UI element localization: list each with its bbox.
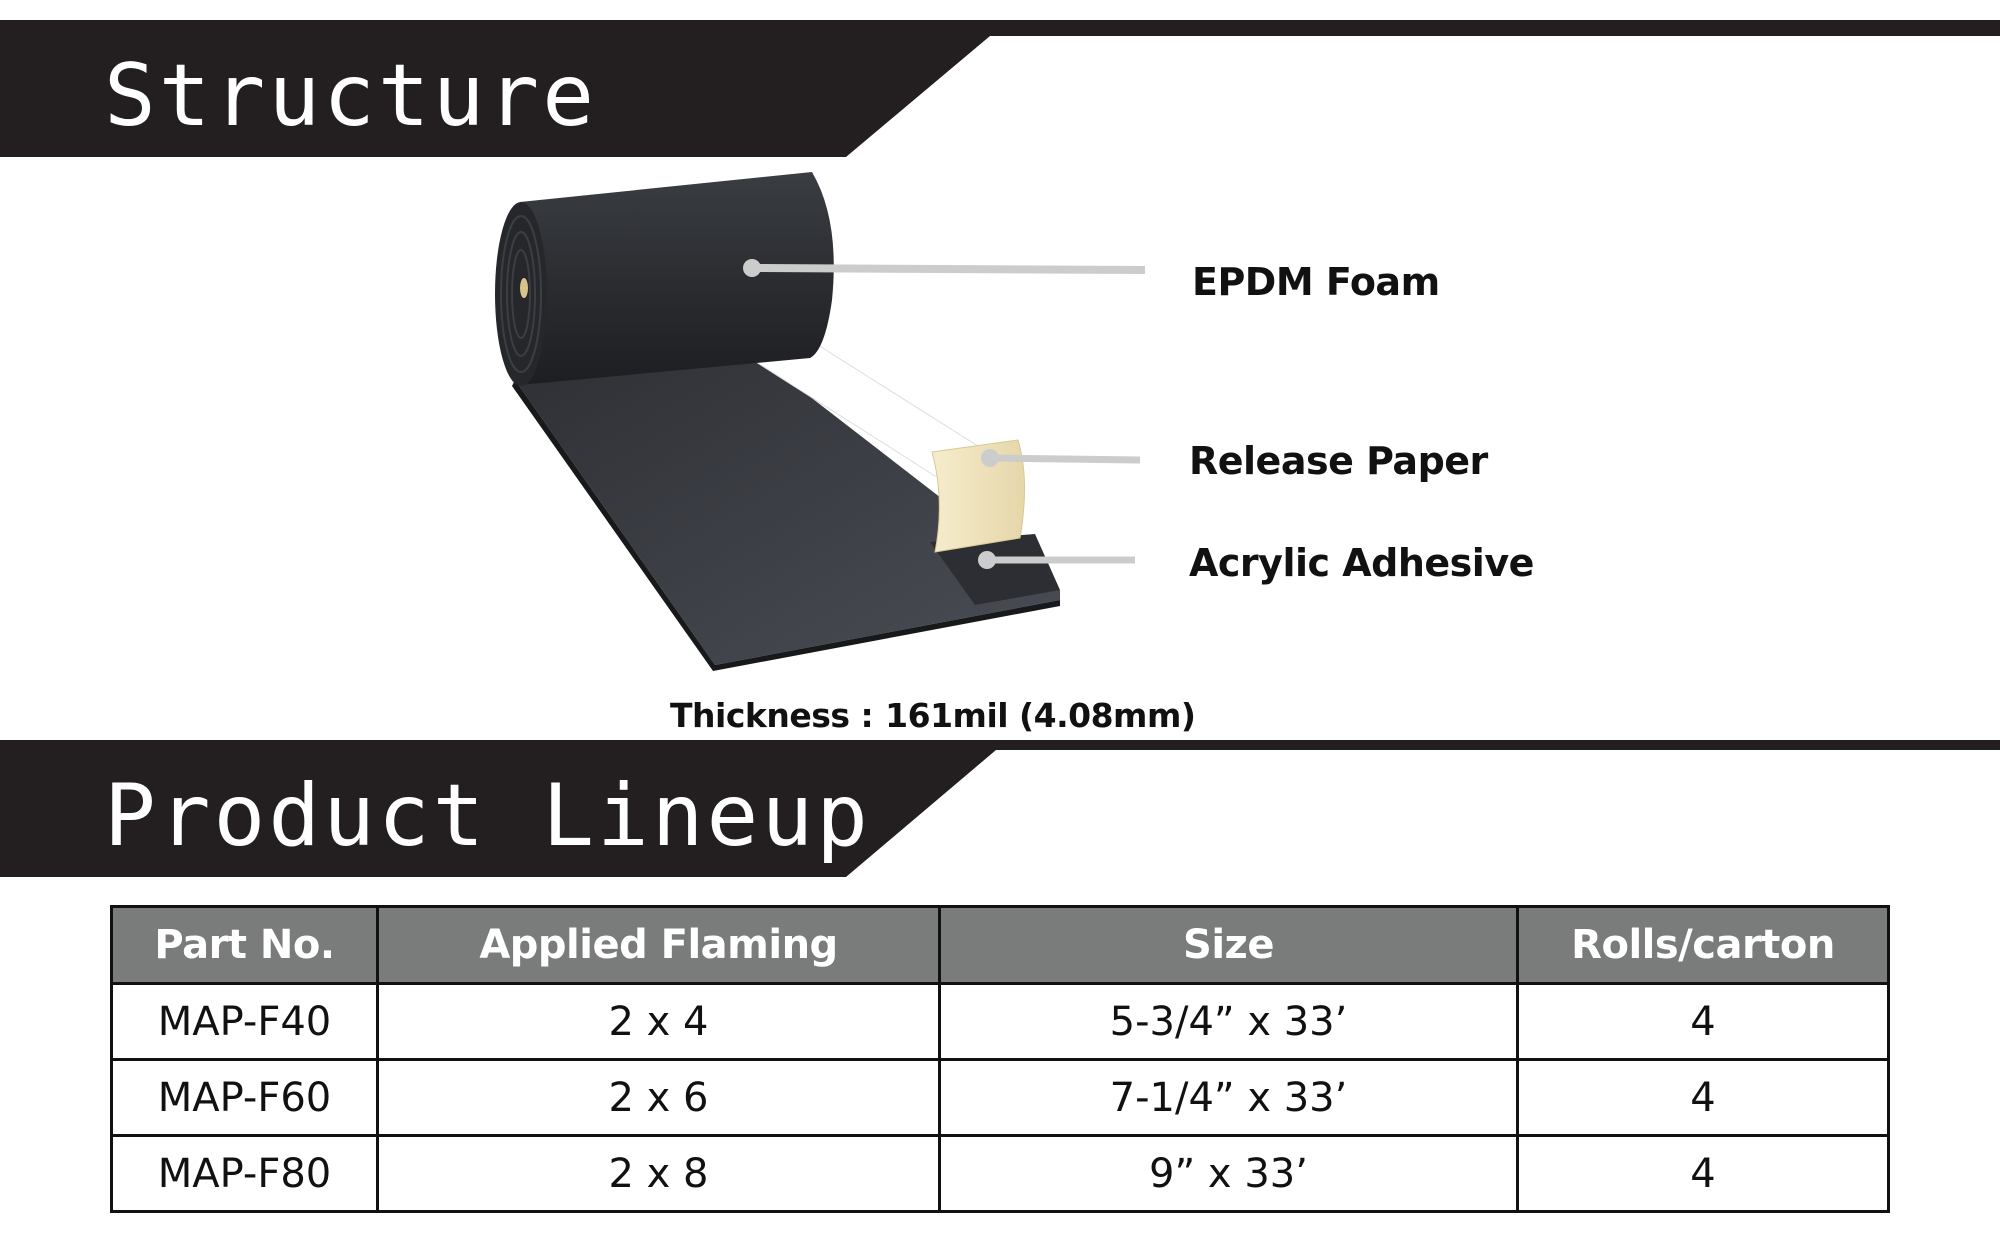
foam-roll-illustration: [495, 172, 1146, 671]
banner-shape: [0, 20, 2000, 157]
section-title-structure: Structure: [104, 46, 597, 146]
cell-part-no: MAP-F60: [110, 1058, 379, 1137]
lineup-banner: Product Lineup: [0, 740, 2000, 880]
leader-line-release: [981, 449, 1141, 467]
table-header-row: Part No. Applied Flaming Size Rolls/cart…: [110, 905, 1890, 985]
cell-part-no: MAP-F80: [110, 1134, 379, 1213]
section-title-lineup: Product Lineup: [104, 766, 871, 866]
foam-sheet: [515, 358, 1060, 665]
product-lineup-table: Part No. Applied Flaming Size Rolls/cart…: [110, 905, 1890, 1213]
thickness-note: Thickness : 161mil (4.08mm): [664, 696, 1196, 735]
thickness-value: 161mil (4.08mm): [885, 696, 1196, 735]
table-row: MAP-F80 2 x 8 9” x 33’ 4: [110, 1134, 1890, 1213]
leader-line-epdm: [743, 259, 1146, 277]
label-release-paper: Release Paper: [1189, 439, 1488, 483]
table-row: MAP-F60 2 x 6 7-1/4” x 33’ 4: [110, 1058, 1890, 1137]
table-row: MAP-F40 2 x 4 5-3/4” x 33’ 4: [110, 982, 1890, 1061]
adhesive-strip: [930, 534, 1060, 605]
thickness-label: Thickness :: [670, 696, 874, 735]
label-epdm-foam: EPDM Foam: [1192, 260, 1440, 304]
foam-roll: [507, 172, 834, 385]
header-rolls-carton: Rolls/carton: [1516, 905, 1890, 985]
cell-part-no: MAP-F40: [110, 982, 379, 1061]
leader-line-acrylic: [978, 551, 1135, 569]
cell-rolls-carton: 4: [1516, 1058, 1890, 1137]
structure-banner: Structure: [0, 20, 2000, 160]
banner-shape: [0, 740, 2000, 877]
header-part-no: Part No.: [110, 905, 379, 985]
cell-size: 5-3/4” x 33’: [938, 982, 1519, 1061]
cell-size: 9” x 33’: [938, 1134, 1519, 1213]
cell-size: 7-1/4” x 33’: [938, 1058, 1519, 1137]
cell-applied-flaming: 2 x 8: [376, 1134, 941, 1213]
label-acrylic-adhesive: Acrylic Adhesive: [1189, 541, 1534, 585]
cell-rolls-carton: 4: [1516, 1134, 1890, 1213]
header-applied-flaming: Applied Flaming: [376, 905, 941, 985]
cell-applied-flaming: 2 x 6: [376, 1058, 941, 1137]
cell-applied-flaming: 2 x 4: [376, 982, 941, 1061]
cell-rolls-carton: 4: [1516, 982, 1890, 1061]
header-size: Size: [938, 905, 1519, 985]
